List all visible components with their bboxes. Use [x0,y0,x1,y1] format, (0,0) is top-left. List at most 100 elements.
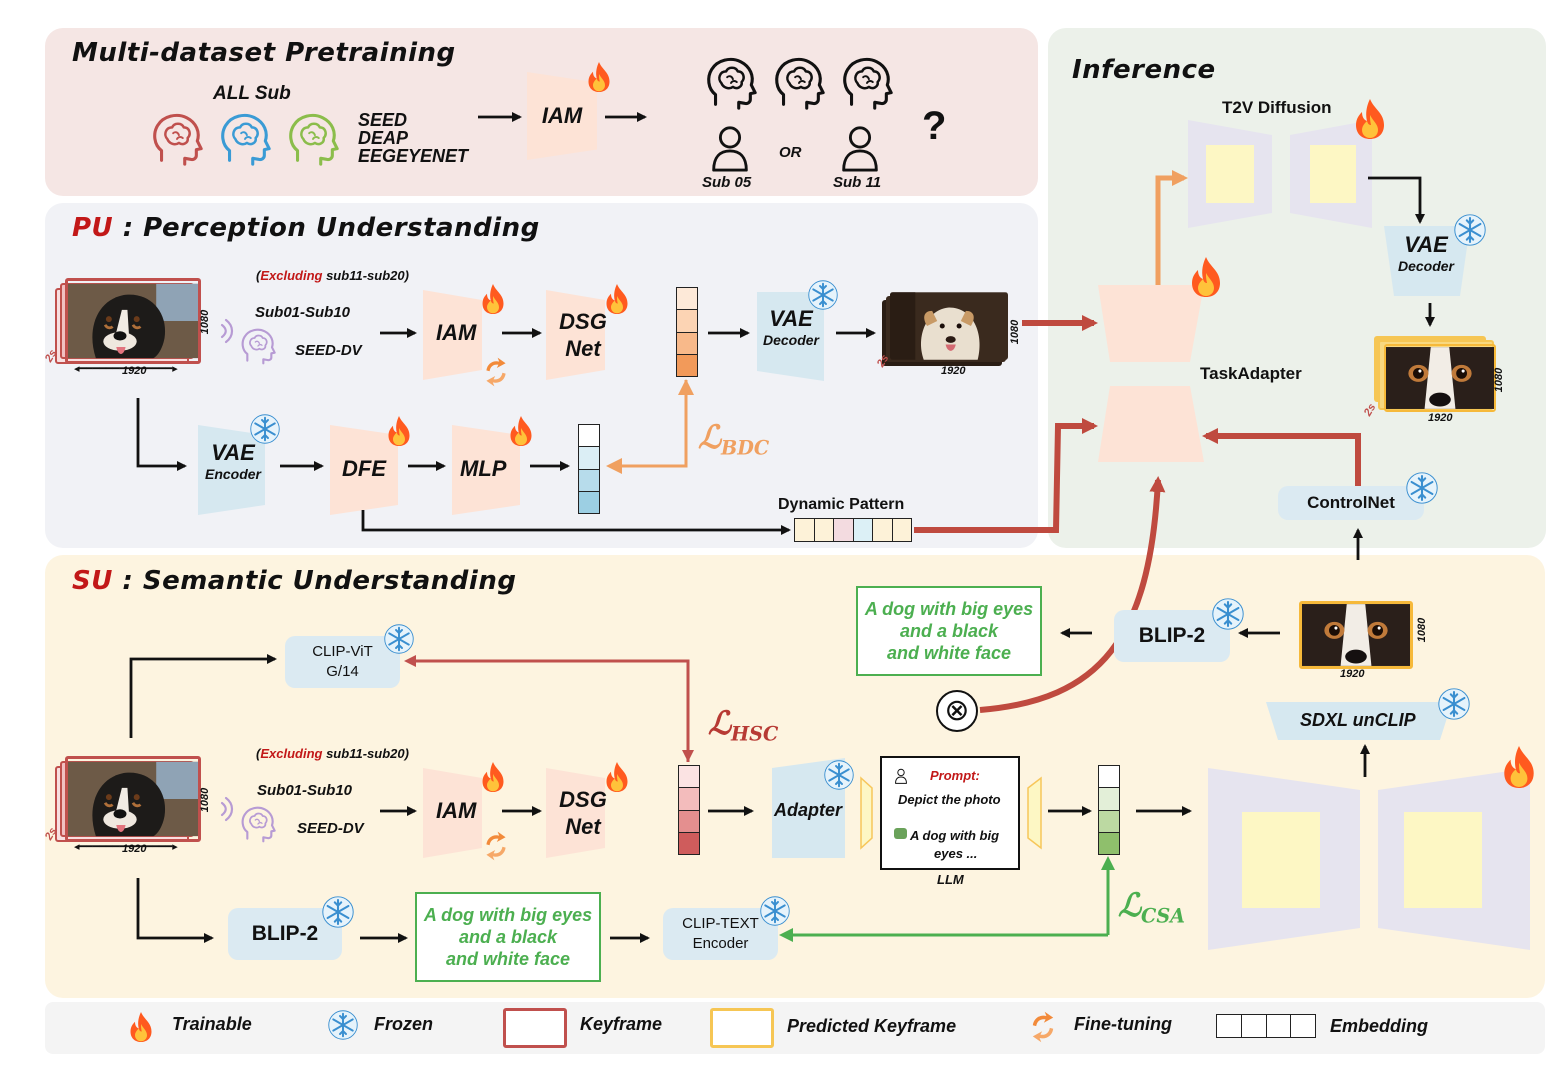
su-in-w: 1920 [122,843,147,855]
question-mark: ? [922,104,947,148]
su-dsg-line2: Net [565,814,601,839]
pu-mlp-fire-icon [506,414,536,448]
inference-caption-line1: A dog with big eyes [864,599,1034,619]
su-excluding-word: Excluding [260,746,323,761]
pu-iam-finetune-icon [480,356,512,388]
legend-finetune-icon [1026,1010,1060,1044]
dataset-seed: SEED [358,110,408,130]
brain-head-red-icon [148,110,206,168]
dataset-eegeyenet: EEGEYENET [358,146,469,166]
train-caption-line2: and a black [458,927,558,947]
pu-video-embedding [578,424,600,514]
blip2-train-snow-icon [322,896,354,928]
pu-dfe-fire-icon [384,414,414,448]
train-caption-line1: A dog with big eyes [423,905,593,925]
clip-text-line1: CLIP-TEXT [682,915,759,932]
sdxl-snow-icon [1438,688,1470,720]
pu-iam-fire-icon [478,282,508,316]
or-label: OR [779,144,802,161]
t2v-diffusion-label: T2V Diffusion [1222,98,1332,117]
llm-bot-icon [894,828,907,839]
su-iam-finetune-icon [480,830,512,862]
otimes-symbol: ⊗ [944,694,970,727]
su-dsg-fire-icon [602,760,632,794]
pu-in-h: 1080 [199,309,212,335]
pu-out-h: 1080 [1009,319,1022,345]
inf-out-h: 1080 [1493,367,1506,393]
su-input-keyframe-image [65,756,201,842]
legend-predicted-keyframe-swatch [710,1008,774,1048]
pu-excluding-rest: sub11-sub20 [322,268,405,283]
pu-in-w: 1920 [122,365,147,377]
llm-prompt-card: Prompt: Depict the photo A dog with big … [880,756,1020,870]
pu-dsg-fire-icon [602,282,632,316]
dataset-deap: DEAP [358,128,409,148]
clip-vit-line2: G/14 [326,663,359,680]
clip-text-snow-icon [760,896,790,926]
su-iam-fire-icon [478,760,508,794]
su-signal-wave-icon [220,794,240,824]
llm-prompt-text: Depict the photo [898,792,1001,807]
pu-out-w: 1920 [941,365,966,377]
sub05-label: Sub 05 [702,174,752,191]
llm-user-icon [894,768,908,784]
blip2-train-block: BLIP-2 [228,908,342,960]
pu-mlp-label: MLP [460,456,507,481]
pu-excluding-word: Excluding [260,268,323,283]
blip2-inference-block: BLIP-2 [1114,610,1230,662]
brain-icon-3 [838,54,896,112]
pu-loss-bdc-symbol: ℒ [698,418,722,456]
dynamic-pattern-label: Dynamic Pattern [778,496,905,513]
brain-head-blue-icon [216,110,274,168]
llm-reply-line2: eyes ... [934,846,978,861]
legend-predicted-keyframe: Predicted Keyframe [787,1016,957,1036]
pretrain-iam-block: IAM [527,72,597,160]
su-loss-csa: ℒCSA [1118,886,1185,928]
pred-w: 1920 [1340,668,1365,680]
pu-iam-label: IAM [436,320,477,345]
sdxl-unclip-label: SDXL unCLIP [1300,710,1416,730]
task-adapter-label: TaskAdapter [1200,364,1302,383]
pred-h: 1080 [1416,617,1429,643]
su-adapter-label: Adapter [774,800,843,820]
pu-output-video-image [890,292,1008,360]
su-brain-icon [238,804,278,844]
pu-vae-decoder-line1: VAE [769,306,813,331]
dynamic-pattern-embedding [794,518,912,542]
pu-title-rest: : Perception Understanding [113,213,540,243]
pu-eeg-embedding [676,287,698,377]
brain-icon-1 [702,54,760,112]
su-excluding-rest: sub11-sub20 [322,746,405,761]
legend-trainable: Trainable [172,1014,252,1034]
su-title-abbr: SU [72,566,113,596]
pu-dfe-label: DFE [342,456,386,481]
clip-text-line2: Encoder [692,935,749,952]
inf-vae-line2: Decoder [1397,258,1455,274]
legend-embedding: Embedding [1330,1016,1428,1036]
pu-brain-icon [238,326,278,366]
su-title: SU : Semantic Understanding [72,566,516,596]
inference-title: Inference [1072,55,1216,85]
pu-in-w-arrow: ◂━━━━━━━━━━━━━━▸ [74,363,178,375]
inf-out-w: 1920 [1428,412,1453,424]
pu-loss-bdc: ℒBDC [698,418,769,460]
su-loss-hsc-sub: HSC [731,722,779,746]
predicted-keyframe-image [1299,601,1413,669]
all-sub-label: ALL Sub [213,83,291,104]
task-adapter-fire-icon [1186,254,1226,300]
su-iam-label: IAM [436,798,477,823]
pu-title-abbr: PU [72,213,114,243]
su-loss-hsc-symbol: ℒ [708,704,732,742]
pu-dataset: SEED-DV [295,342,362,359]
su-loss-csa-symbol: ℒ [1118,886,1142,924]
train-caption-line3: and white face [445,949,571,969]
pu-vae-encoder-snow-icon [250,414,280,444]
pu-excluding-note: (Excluding sub11-sub20) [256,268,409,283]
sdxl-unet-fire-icon [1498,742,1540,792]
